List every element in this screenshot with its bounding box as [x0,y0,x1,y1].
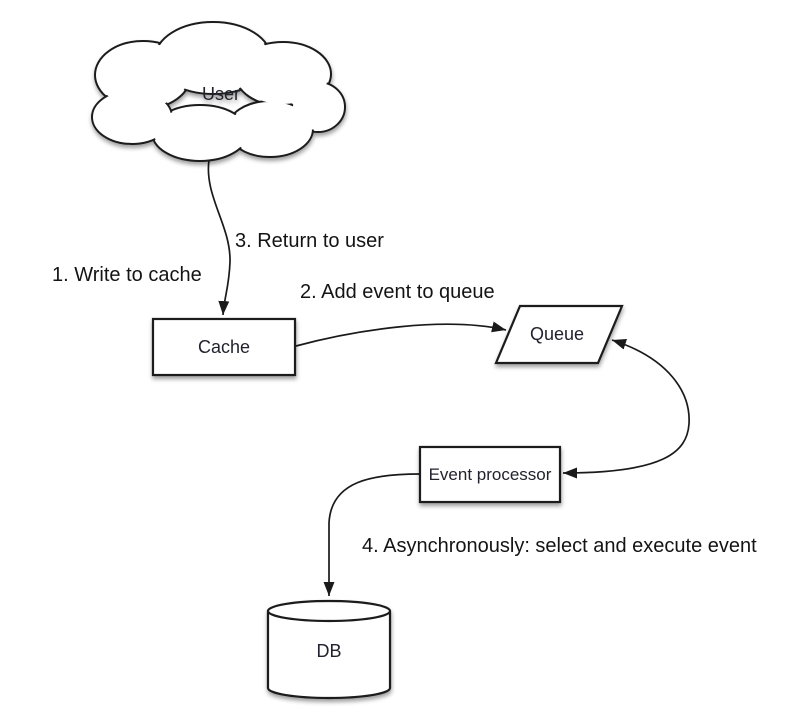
event-processor-node-label: Event processor [429,465,552,484]
event-processor-box [418,445,562,504]
db-cylinder-body [266,611,392,700]
cache-node-label: Cache [198,337,250,357]
event-processor-node: Event processor [418,445,562,504]
edges [207,159,690,596]
step1-label: 1. Write to cache [52,264,202,286]
step3-label: 3. Return to user [235,230,384,252]
step4-label: 4. Asynchronously: select and execute ev… [362,535,757,557]
queue-node: Queue [494,304,624,365]
queue-parallelogram [494,304,624,365]
user-node-label: User [202,84,240,104]
db-node-label: DB [316,641,341,661]
edge-user-to-cache [207,159,231,316]
cache-box [151,317,297,377]
step-labels: 1. Write to cache 3. Return to user 2. A… [52,230,757,557]
user-cloud-node: User [91,21,346,162]
db-node: DB [266,599,392,700]
cache-node: Cache [151,317,297,377]
edge-event-processor-to-db [323,473,421,596]
cloud-shape [91,21,346,162]
edge-cache-to-queue [295,321,507,347]
db-cylinder-top [266,599,392,623]
step2-label: 2. Add event to queue [300,281,495,303]
queue-node-label: Queue [530,324,584,344]
edge-queue-event-processor [562,339,690,479]
